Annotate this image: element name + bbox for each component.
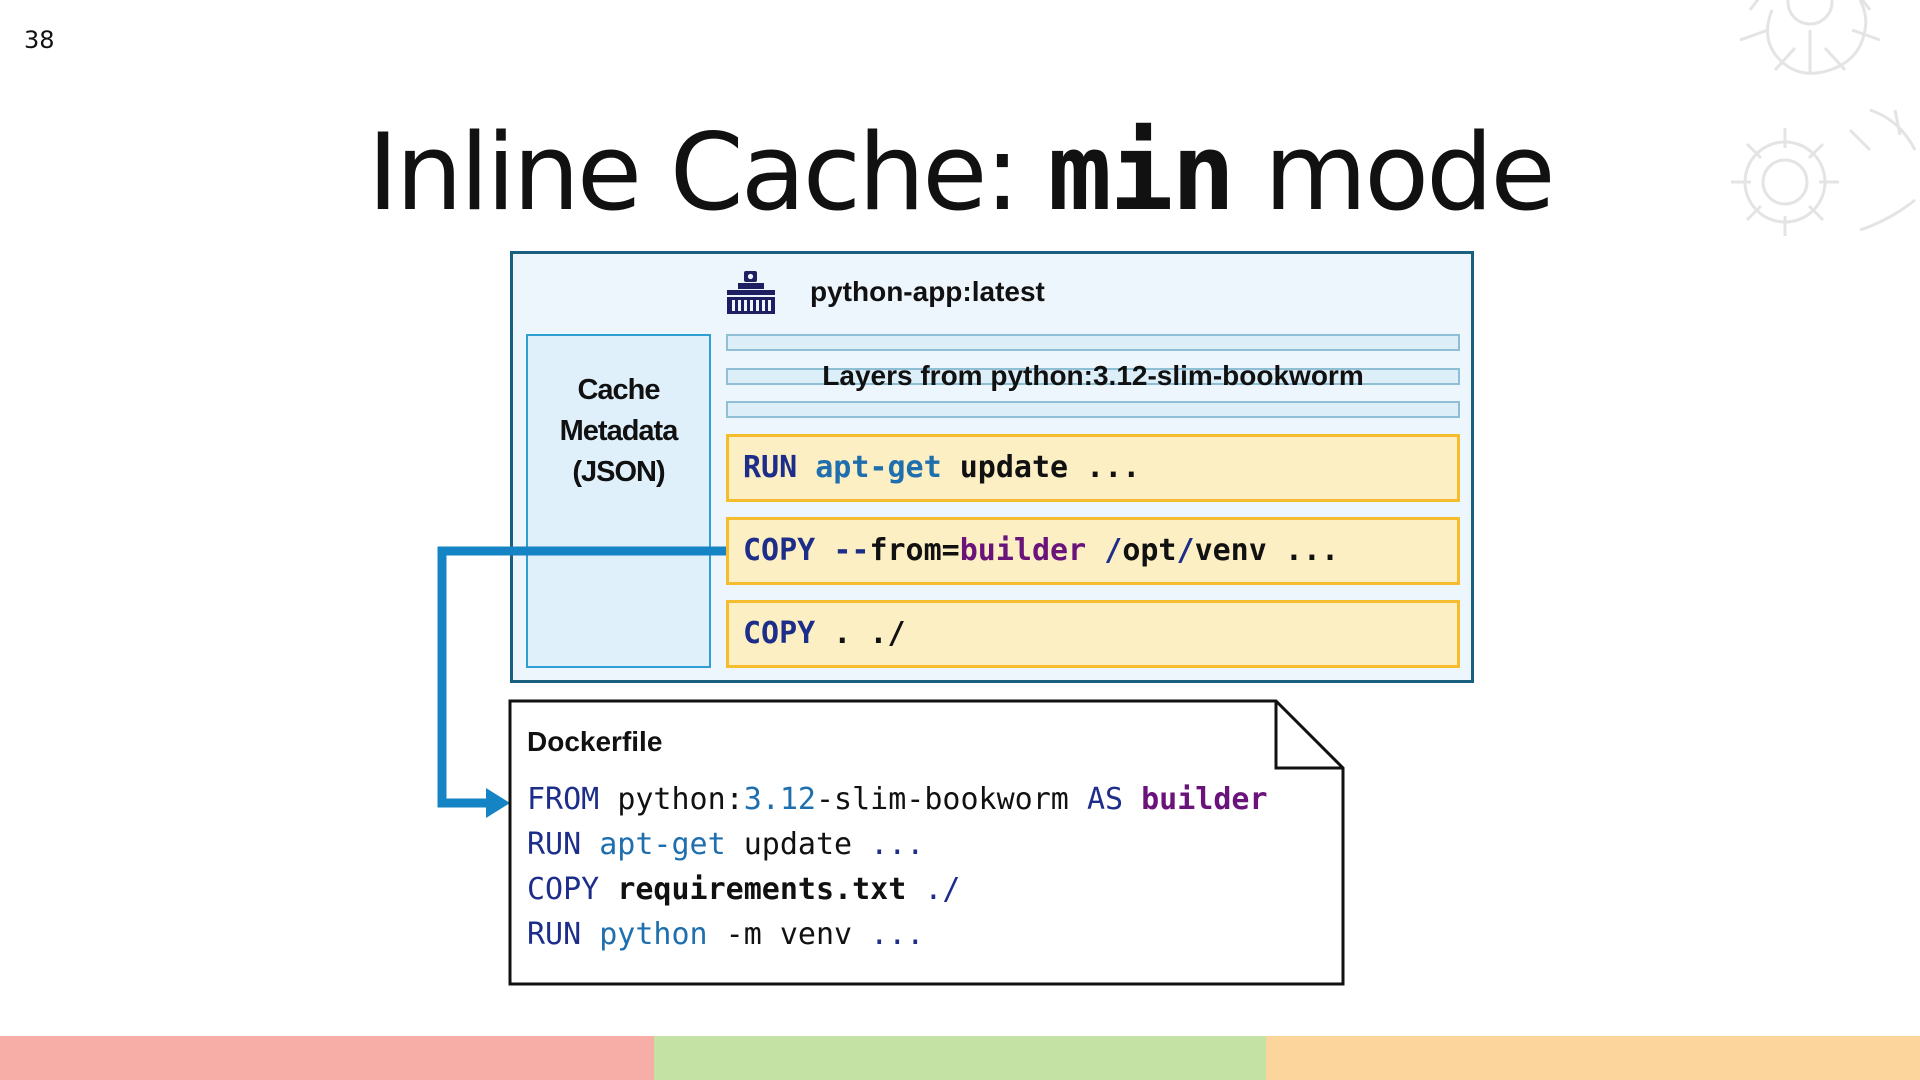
code-token: ... [870,827,925,862]
dockerfile-line: RUN apt-get update ... [527,827,924,862]
dockerfile-line: RUN python -m venv ... [527,917,924,952]
code-token: ... [870,917,925,952]
code-token: 3.12 [743,782,816,817]
code-token: python [599,917,708,952]
slide-title: Inline Cache: min mode [0,108,1920,238]
gear-decoration-icon [1731,0,1917,236]
cache-metadata-line: (JSON) [572,456,665,488]
code-token: builder [959,533,1087,568]
code-token: opt [1122,533,1177,568]
code-token: / [1176,533,1195,568]
footer-bar-green [654,1036,1266,1080]
code-token: COPY [743,616,816,651]
container-ship-icon [727,271,775,314]
code-token: ./ [906,872,961,907]
cache-metadata-label: Cache Metadata (JSON) [526,370,711,493]
code-token: python: [617,782,744,817]
code-token: -- [833,533,870,568]
code-token: RUN [527,917,600,952]
base-layer-stripe [726,401,1460,418]
base-layer-stripe [726,368,1460,385]
code-token: venv [779,917,871,952]
code-token: FROM [527,782,618,817]
code-token: . ./ [815,616,906,651]
code-token: requirements.txt [617,872,907,907]
code-token: AS [1086,782,1142,817]
image-layer: COPY . ./ [726,600,1460,668]
code-token: update [725,827,871,862]
title-code: min [1047,111,1235,234]
code-token: RUN [743,450,816,485]
image-layer: COPY --from=builder /opt/venv ... [726,517,1460,585]
code-token: apt-get [815,450,942,485]
dockerfile-line: COPY requirements.txt ./ [527,872,960,907]
image-tag-label: python-app:latest [810,276,1045,307]
code-token: RUN [527,827,600,862]
code-token: -m [707,917,780,952]
image-layer: RUN apt-get update ... [726,434,1460,502]
code-token: -slim-bookworm [816,782,1087,817]
slide-number: 38 [24,26,55,54]
cache-metadata-line: Metadata [559,415,679,447]
footer-bar-orange [1266,1036,1920,1080]
code-token: update ... [941,450,1141,485]
cache-metadata-box [526,334,711,668]
base-layers-label: Layers from python:3.12-slim-bookworm [822,360,1364,391]
dockerfile-title: Dockerfile [527,726,663,757]
cache-metadata-line: Cache [577,374,660,406]
code-token: apt-get [599,827,726,862]
footer-bar-red [0,1036,654,1080]
dockerfile-line: FROM python:3.12-slim-bookworm AS builde… [527,782,1268,817]
title-prefix: Inline Cache: [367,111,1048,234]
code-token: builder [1141,782,1268,817]
base-layer-stripe [726,334,1460,351]
title-suffix: mode [1233,111,1556,234]
code-token: venv ... [1194,533,1340,568]
code-token: from= [869,533,960,568]
code-token: COPY [743,533,834,568]
code-token: / [1086,533,1123,568]
code-token: COPY [527,872,618,907]
